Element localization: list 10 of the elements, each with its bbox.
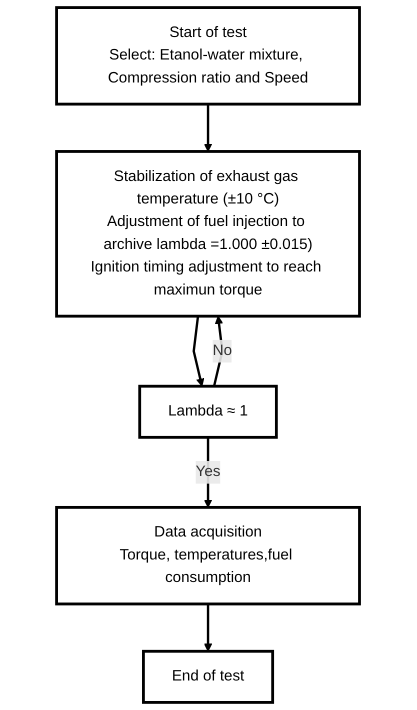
node-box: Start of test Select: Etanol-water mixture, Compression ratio and Speed [56,6,362,106]
edge-label: No [213,342,232,359]
arrow [204,604,213,652]
edge-label: Yes [196,464,221,480]
node-box: Stabilization of exhaust gas temperature (±10 °C) Adjustment of fuel injection to archive lambda =1.000 ±0.015) Ignition timing adjustment to reach maximun torque [56,150,362,318]
arrow [204,104,213,152]
node-box: Lambda ≈ 1 [138,384,278,439]
node-box: End of test [142,650,275,704]
node-box: Data acquisition Torque, temperatures,fuel consumption [56,506,362,606]
arrow [192,316,205,387]
